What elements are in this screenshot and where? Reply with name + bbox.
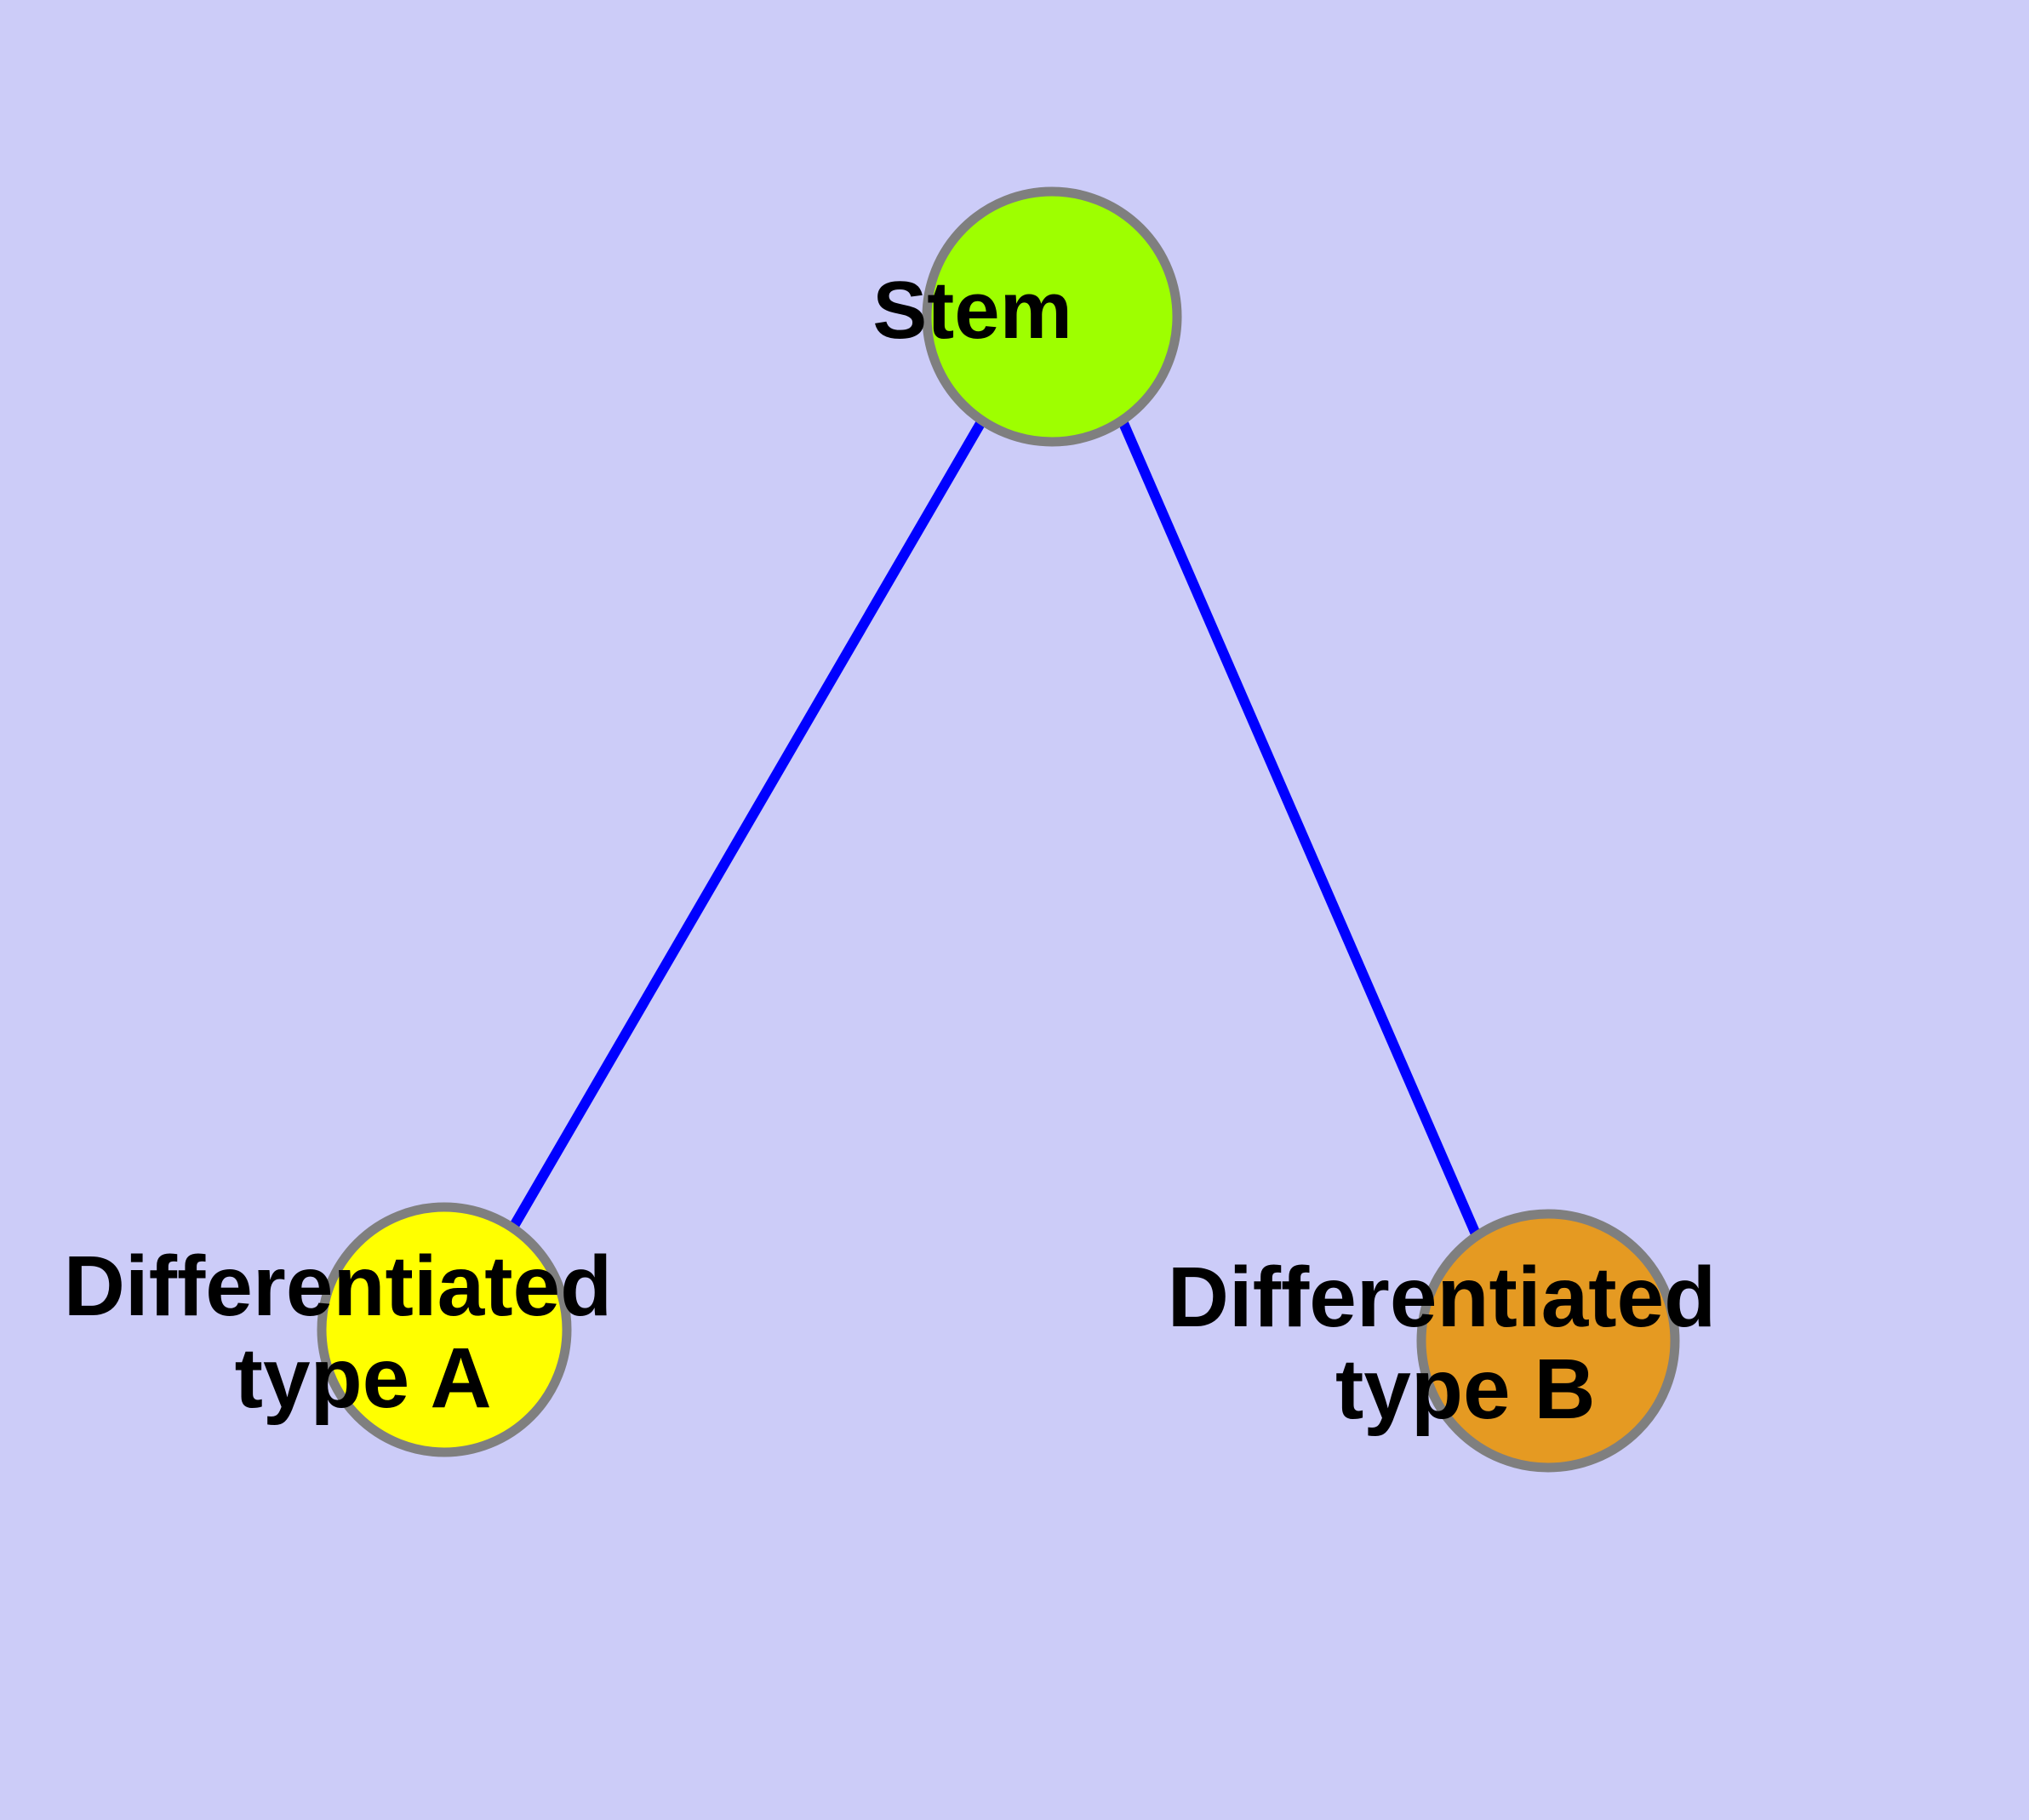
node-differentiated-type-b[interactable]	[1416, 1209, 1680, 1473]
node-label-differentiated-type-a: Differentiated type A	[64, 1239, 826, 1426]
node-label-differentiated-type-b: Differentiated type B	[1168, 1250, 1929, 1437]
edges-layer	[509, 417, 1482, 1239]
edge-stem-to-differentiated-type-a	[509, 417, 987, 1229]
node-differentiated-type-a[interactable]	[317, 1202, 572, 1457]
nodes-layer	[317, 186, 1680, 1473]
node-stem[interactable]	[922, 186, 1182, 447]
edge-stem-to-differentiated-type-b	[1118, 421, 1482, 1239]
labels-layer: Stem Differentiated type A Differentiate…	[64, 265, 1929, 1437]
node-label-stem: Stem	[872, 265, 1231, 356]
